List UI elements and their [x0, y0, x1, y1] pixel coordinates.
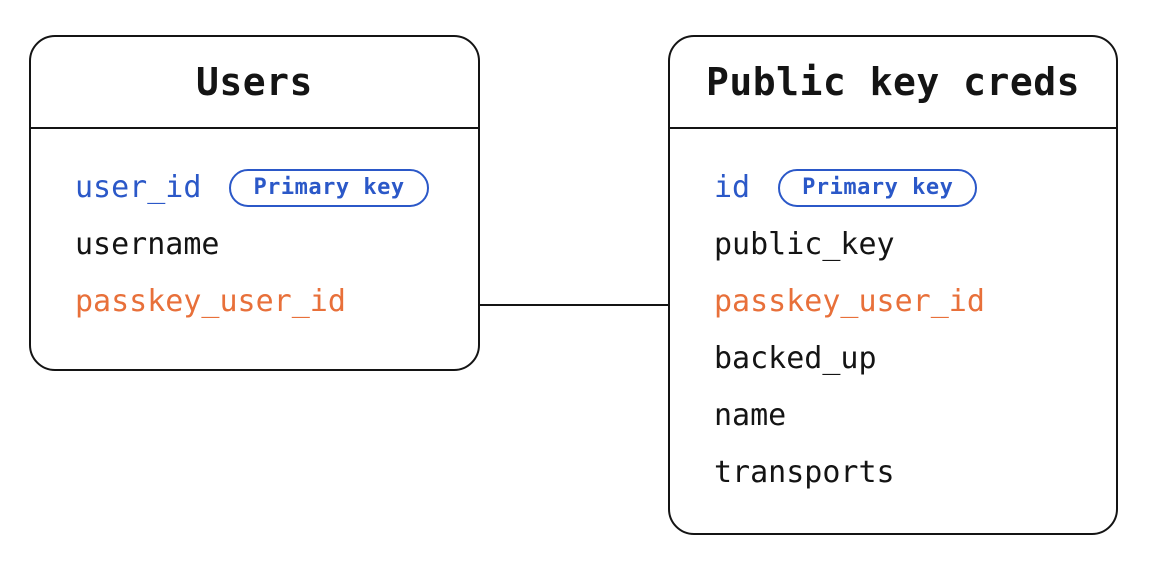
field-row-username: username: [75, 216, 478, 273]
field-row-public-key: public_key: [714, 216, 1116, 273]
table-public-key-creds: Public key creds id Primary key public_k…: [668, 35, 1118, 535]
field-row-transports: transports: [714, 444, 1116, 501]
primary-key-badge: Primary key: [778, 168, 978, 207]
field-name-passkey-user-id: passkey_user_id: [714, 284, 985, 319]
field-row-passkey-user-id: passkey_user_id: [75, 273, 478, 330]
relationship-connector-line: [480, 304, 668, 306]
table-users-title: Users: [31, 37, 478, 129]
field-row-passkey-user-id: passkey_user_id: [714, 273, 1116, 330]
field-name-name: name: [714, 398, 787, 433]
field-name-backed-up: backed_up: [714, 341, 877, 376]
primary-key-badge: Primary key: [229, 168, 429, 207]
field-name-id: id: [714, 170, 751, 205]
table-users-fields: user_id Primary key username passkey_use…: [31, 129, 478, 330]
field-name-username: username: [75, 227, 220, 262]
field-row-backed-up: backed_up: [714, 330, 1116, 387]
field-name-public-key: public_key: [714, 227, 895, 262]
table-public-key-creds-title: Public key creds: [670, 37, 1116, 129]
field-name-user-id: user_id: [75, 170, 202, 205]
field-row-id: id Primary key: [714, 159, 1116, 216]
table-users: Users user_id Primary key username passk…: [29, 35, 480, 371]
field-name-transports: transports: [714, 455, 895, 490]
field-name-passkey-user-id: passkey_user_id: [75, 284, 346, 319]
field-row-user-id: user_id Primary key: [75, 159, 478, 216]
field-row-name: name: [714, 387, 1116, 444]
table-public-key-creds-fields: id Primary key public_key passkey_user_i…: [670, 129, 1116, 501]
